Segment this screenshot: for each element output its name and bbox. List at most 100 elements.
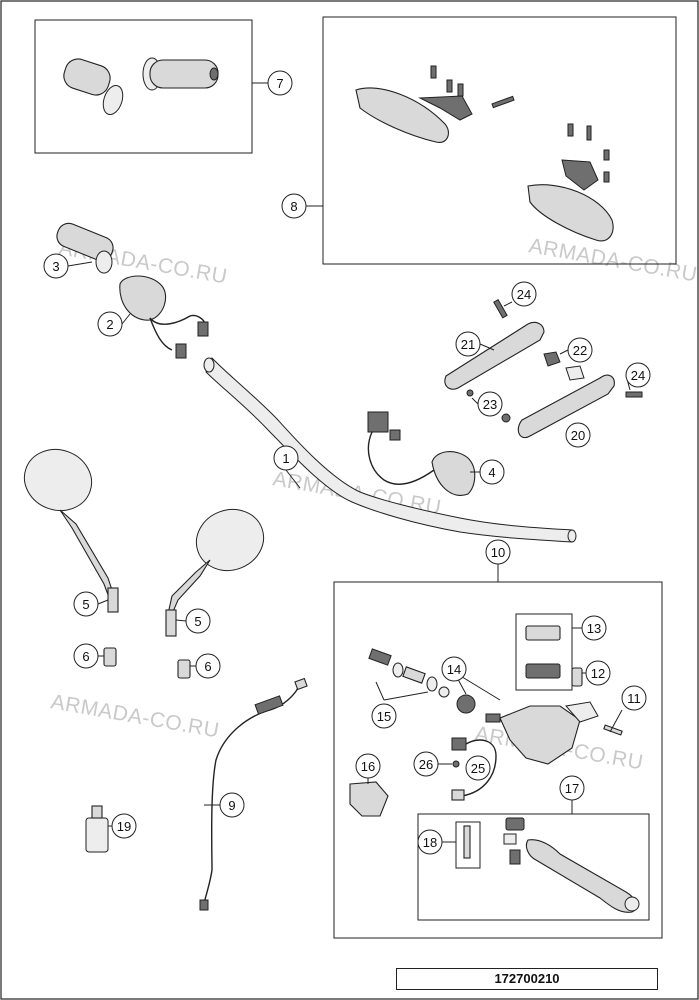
callout: 24 [625,362,651,388]
svg-text:4: 4 [488,465,495,480]
watermark-text: ARMADA-CO.RU [527,234,699,286]
callout: 18 [417,829,443,855]
callout: 6 [195,653,221,679]
callout: 25 [465,755,491,781]
svg-text:23: 23 [483,397,497,412]
leader-23 [471,397,479,405]
callout: 4 [479,459,505,485]
leader-2 [121,313,131,325]
svg-text:1: 1 [282,451,289,466]
right-switch [367,411,476,496]
callout: 5 [185,608,211,634]
callout: 3 [43,253,69,279]
callout: 16 [355,753,381,779]
svg-text:7: 7 [276,76,283,91]
svg-text:9: 9 [228,798,235,813]
fluid-bottle [85,805,109,853]
callout: 15 [371,703,397,729]
leader-5b [175,619,187,622]
svg-text:14: 14 [447,662,461,677]
svg-text:12: 12 [591,666,605,681]
throttle-cable [199,677,308,911]
svg-text:25: 25 [471,761,485,776]
callout: 17 [559,775,585,801]
leader-22 [559,349,569,355]
brake-switch [451,737,497,801]
svg-text:8: 8 [290,199,297,214]
master-cylinder-body [485,701,623,765]
svg-text:16: 16 [361,759,375,774]
drawing-code: 172700210 [396,968,658,990]
leader-21 [479,343,495,351]
callout: 23 [477,391,503,417]
leader-11 [609,709,623,733]
handlebar [203,357,577,543]
svg-text:13: 13 [587,621,601,636]
svg-text:10: 10 [491,545,505,560]
svg-text:3: 3 [52,259,59,274]
reservoir-cap [525,625,561,641]
svg-text:15: 15 [377,709,391,724]
handguard-right [527,123,614,242]
svg-text:2: 2 [106,317,113,332]
throttle-grip [56,222,114,274]
svg-text:5: 5 [82,597,89,612]
callout: 24 [511,281,537,307]
callout: 13 [581,615,607,641]
svg-text:19: 19 [117,819,131,834]
leader-5a [97,599,109,605]
svg-text:22: 22 [573,343,587,358]
callout: 26 [413,751,439,777]
frame-grips [34,19,253,154]
left-switch [119,275,209,359]
adapter-left [103,647,117,667]
callout: 11 [621,685,647,711]
callout: 20 [565,422,591,448]
svg-text:6: 6 [204,659,211,674]
frame-brake-lever [417,813,650,921]
callout: 2 [97,311,123,337]
svg-text:11: 11 [627,691,641,706]
callout: 9 [219,792,245,818]
svg-text:18: 18 [423,835,437,850]
svg-text:26: 26 [419,757,433,772]
frame-reservoir-cover [515,613,573,691]
adapter-right [177,659,191,679]
mirror-left [23,449,119,613]
lever-pivot [455,821,481,869]
callout: 14 [441,656,467,682]
callout: 7 [267,70,293,96]
leader-15 [375,681,429,701]
svg-text:24: 24 [517,287,531,302]
svg-text:20: 20 [571,428,585,443]
watermark-text: ARMADA-CO.RU [49,690,221,742]
brake-lever [503,817,640,913]
callout: 19 [111,813,137,839]
svg-text:24: 24 [631,368,645,383]
clamp [349,781,389,817]
reservoir-gasket [525,663,561,679]
svg-text:17: 17 [565,781,579,796]
svg-text:21: 21 [461,337,475,352]
lever-assembly [444,299,643,438]
grip-left [63,58,124,116]
svg-text:6: 6 [82,649,89,664]
frame-handguards [322,16,677,265]
leader-3 [67,261,93,267]
svg-text:5: 5 [194,614,201,629]
callout: 1 [273,445,299,471]
leader-24a [503,301,513,307]
callout: 12 [585,660,611,686]
mirror-right [165,509,265,637]
piston-kit [368,648,476,714]
callout: 8 [281,193,307,219]
grip-right [142,57,219,91]
callout: 10 [485,539,511,565]
callout: 22 [567,337,593,363]
callouts: 1 2 3 4 5 5 6 6 7 8 9 10 11 12 13 14 15 … [43,70,651,855]
leader-1 [285,469,301,489]
handguard-left [355,65,515,143]
callout: 5 [73,591,99,617]
callout: 21 [455,331,481,357]
